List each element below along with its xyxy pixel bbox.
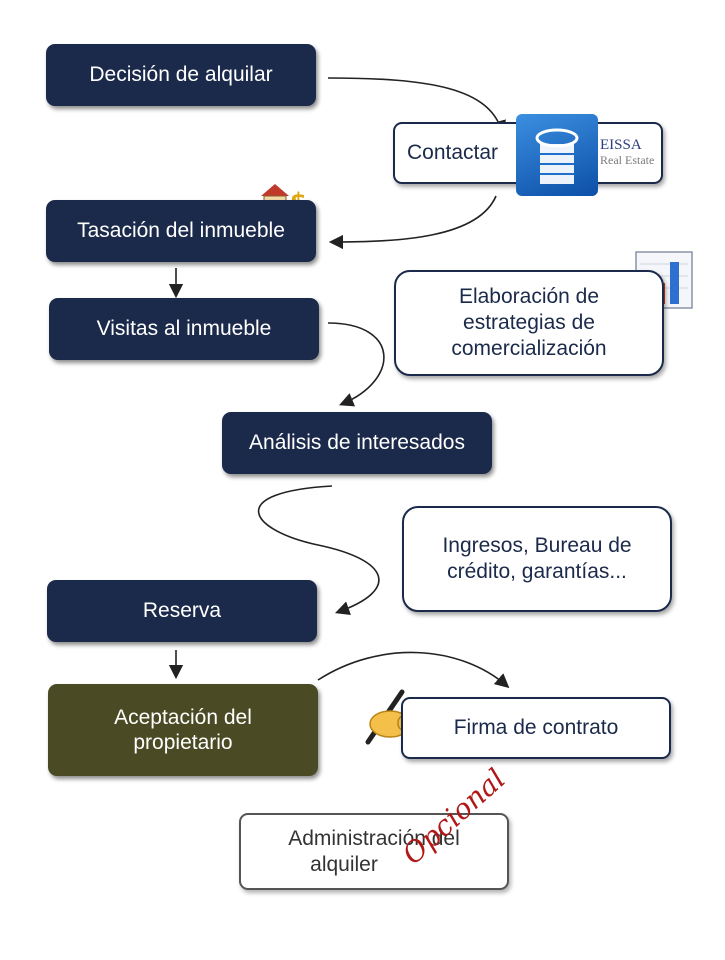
arrow-contact-to-valuation: [328, 195, 497, 250]
note-checks-line1: Ingresos, Bureau de: [442, 534, 632, 557]
arrow-approval-to-signing: [317, 651, 510, 689]
step-analysis-label: Análisis de interesados: [249, 431, 465, 454]
step-approval-line1: Aceptación del: [114, 706, 252, 729]
note-strategy: Elaboración de estrategias de comerciali…: [394, 270, 664, 376]
step-visits: Visitas al inmueble: [49, 298, 319, 360]
step-decision-label: Decisión de alquilar: [89, 63, 273, 86]
step-contact-label: Contactar: [407, 141, 499, 164]
note-strategy-line3: comercialización: [451, 337, 607, 360]
step-signing: Firma de contrato: [401, 697, 671, 759]
step-valuation: Tasación del inmueble: [46, 200, 316, 262]
step-administration-line1: Administración del: [288, 826, 460, 850]
step-visits-label: Visitas al inmueble: [96, 317, 272, 340]
step-reservation-label: Reserva: [142, 599, 222, 622]
arrow-visits-to-analysis: [327, 322, 385, 407]
step-administration: Administración del alquiler: [239, 813, 509, 890]
note-checks: Ingresos, Bureau de crédito, garantías..…: [402, 506, 672, 612]
note-strategy-line1: Elaboración de: [458, 285, 600, 308]
step-analysis: Análisis de interesados: [222, 412, 492, 474]
step-reservation: Reserva: [47, 580, 317, 642]
step-valuation-label: Tasación del inmueble: [77, 219, 285, 242]
step-approval-line2: propietario: [133, 731, 233, 754]
logo-line2: Real Estate: [600, 153, 655, 167]
building-logo-icon: [516, 114, 598, 196]
step-administration-line2: alquiler: [310, 852, 378, 876]
note-checks-line2: crédito, garantías...: [447, 560, 627, 583]
company-logo-text: EISSA Real Estate: [600, 138, 654, 168]
logo-line1: EISSA: [600, 137, 642, 153]
step-approval: Aceptación del propietario: [48, 684, 318, 776]
step-decision: Decisión de alquilar: [46, 44, 316, 106]
arrow-analysis-to-reservation: [257, 485, 380, 616]
note-strategy-line2: estrategias de: [463, 311, 595, 334]
step-signing-label: Firma de contrato: [453, 716, 619, 739]
arrow-decision-to-contact: [327, 77, 506, 136]
